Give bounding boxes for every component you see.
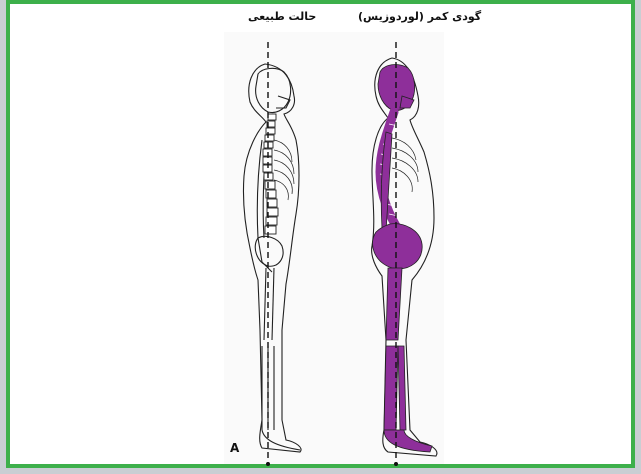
normal-femur xyxy=(264,268,266,340)
lordosis-pelvis xyxy=(373,224,423,269)
normal-skull xyxy=(256,68,291,112)
figure-label-a: A xyxy=(230,441,239,455)
normal-spine xyxy=(263,114,278,234)
lordosis-femur xyxy=(386,268,402,340)
lordosis-foot xyxy=(384,430,432,452)
normal-pelvis xyxy=(255,236,283,266)
lordosis-posture-skeleton xyxy=(372,58,437,456)
normal-ribcage xyxy=(274,140,294,200)
